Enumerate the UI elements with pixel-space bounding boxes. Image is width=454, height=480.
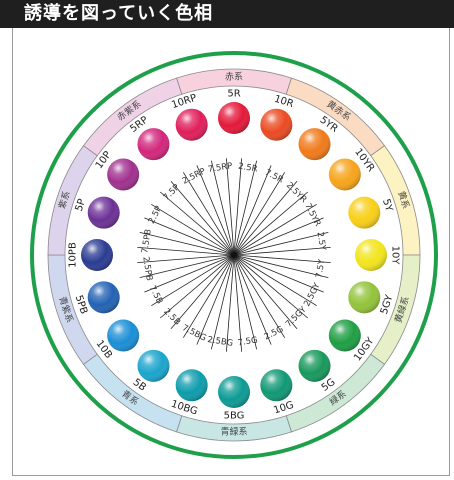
radial-line — [235, 203, 317, 255]
radial-line — [144, 255, 233, 293]
hue-ball-shine — [175, 108, 208, 141]
hue-ball-shine — [328, 158, 361, 191]
inner-hue-label: 7.5PB — [140, 228, 154, 254]
radial-line — [234, 256, 258, 350]
inner-hue-label: 7.5G — [237, 335, 258, 348]
radial-line — [234, 180, 298, 254]
hue-ball-shine — [355, 239, 387, 271]
radial-line — [235, 191, 309, 255]
hue-group-sector — [82, 77, 183, 157]
radial-lines — [137, 158, 331, 352]
radial-line — [151, 255, 233, 307]
hue-ball-shine — [348, 196, 381, 229]
hue-label: 10Y — [390, 246, 401, 266]
inner-hue-label: 7.5RP — [207, 161, 233, 175]
radial-line — [235, 255, 329, 279]
radial-line — [159, 255, 233, 319]
hue-ball-shine — [298, 128, 331, 161]
radial-line — [234, 256, 286, 338]
radial-line — [196, 165, 234, 254]
hue-label: 5BG — [224, 411, 245, 422]
inner-hue-label: 2.5BG — [207, 335, 234, 349]
hue-ball-shine — [218, 102, 250, 134]
radial-line — [170, 256, 234, 330]
hue-ball-shine — [87, 281, 120, 314]
radial-line — [235, 254, 331, 264]
radial-line — [235, 255, 317, 307]
inner-hue-label: 2.5PB — [140, 256, 154, 282]
radial-line — [196, 256, 234, 345]
radial-line — [235, 246, 331, 256]
radial-line — [234, 256, 298, 330]
radial-line — [233, 158, 243, 254]
radial-line — [225, 256, 235, 352]
radial-line — [182, 256, 234, 338]
radial-line — [235, 231, 329, 255]
hue-label: 10PB — [68, 242, 79, 268]
radial-line — [234, 172, 286, 254]
radial-line — [235, 255, 309, 319]
radial-line — [234, 256, 272, 345]
hue-ball-shine — [175, 369, 208, 402]
hue-ball-shine — [260, 369, 293, 402]
hue-ball-shine — [298, 349, 331, 382]
hue-ball-shine — [107, 319, 140, 352]
radial-line — [159, 191, 233, 255]
radial-line — [210, 256, 234, 350]
radial-line — [210, 160, 234, 254]
radial-line — [235, 217, 324, 255]
inner-hue-label: 2.5Y — [315, 231, 328, 252]
radial-line — [170, 180, 234, 254]
hue-ball-shine — [81, 239, 113, 271]
hue-label: 5P — [74, 198, 88, 213]
hue-balls — [81, 102, 387, 408]
hue-label: 5Y — [380, 198, 395, 214]
center-dot — [231, 252, 237, 258]
radial-line — [139, 255, 233, 279]
hue-ball-shine — [87, 196, 120, 229]
title-bar: 誘導を図っていく色相 — [0, 0, 454, 28]
inner-hue-label: 2.5R — [237, 162, 258, 175]
hue-group-label: 赤系 — [225, 72, 243, 83]
hue-label: 5R — [227, 89, 240, 100]
radial-line — [182, 172, 234, 254]
radial-line — [137, 246, 233, 256]
hue-group-label: 紫系 — [57, 190, 73, 211]
hue-group-label: 青緑系 — [220, 426, 247, 438]
page-title: 誘導を図っていく色相 — [24, 3, 214, 24]
content-frame — [12, 28, 450, 476]
hue-ball-shine — [260, 108, 293, 141]
hue-ball-shine — [107, 158, 140, 191]
radial-line — [234, 165, 272, 254]
hue-ball-shine — [137, 128, 170, 161]
radial-line — [144, 217, 233, 255]
radial-line — [139, 231, 233, 255]
hue-ball-shine — [218, 376, 250, 408]
hue-ball-shine — [137, 349, 170, 382]
radial-line — [225, 158, 235, 254]
radial-line — [235, 255, 324, 293]
inner-hue-label: 7.5Y — [315, 258, 328, 279]
radial-line — [233, 256, 243, 352]
hue-ball-shine — [328, 319, 361, 352]
radial-line — [137, 254, 233, 264]
radial-line — [151, 203, 233, 255]
radial-line — [234, 160, 258, 254]
hue-ball-shine — [348, 281, 381, 314]
